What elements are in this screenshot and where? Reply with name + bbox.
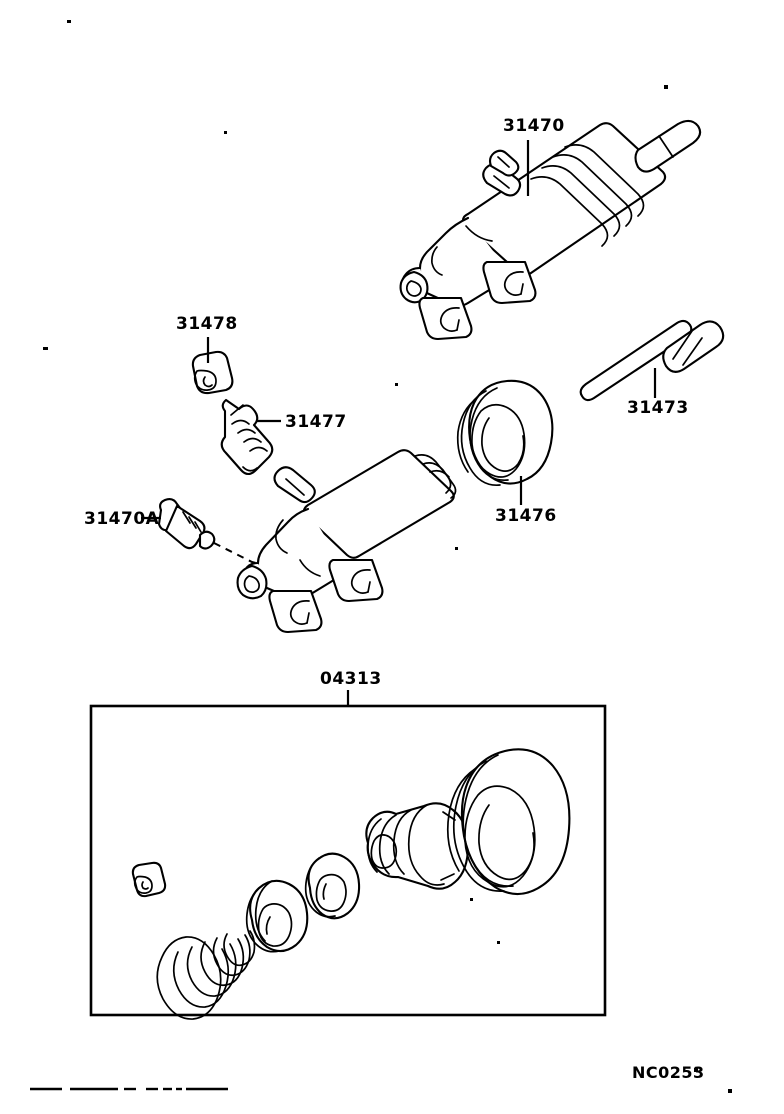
leader-lines — [141, 140, 657, 707]
kit-part-cap — [131, 861, 167, 898]
kit-part-piston-cup — [245, 879, 309, 953]
label-04313: 04313 — [320, 669, 382, 689]
part-31470A-union-bolt — [157, 498, 269, 567]
part-31473-push-rod — [579, 319, 725, 402]
kit-part-seal-ring — [304, 852, 361, 920]
label-31473: 31473 — [627, 398, 689, 418]
part-31476-boot — [456, 379, 554, 487]
label-31477: 31477 — [285, 412, 347, 432]
part-number-labels: 31470 31478 31477 31470A 31476 31473 043… — [84, 116, 689, 689]
kit-part-boot — [446, 748, 571, 896]
kit-part-piston — [365, 802, 470, 890]
label-31478: 31478 — [176, 314, 238, 334]
label-31476: 31476 — [495, 506, 557, 526]
part-lower-cylinder-body — [236, 449, 457, 634]
part-31478-bleeder-cap — [191, 350, 234, 395]
kit-part-spring — [156, 930, 256, 1020]
label-31470a: 31470A — [84, 509, 160, 529]
diagram-code: NC0253 — [632, 1063, 705, 1082]
part-31470-cylinder-assembly — [399, 119, 702, 341]
repair-kit-contents — [131, 748, 571, 1020]
part-31477-bleeder-plug — [220, 398, 274, 476]
label-31470: 31470 — [503, 116, 565, 136]
